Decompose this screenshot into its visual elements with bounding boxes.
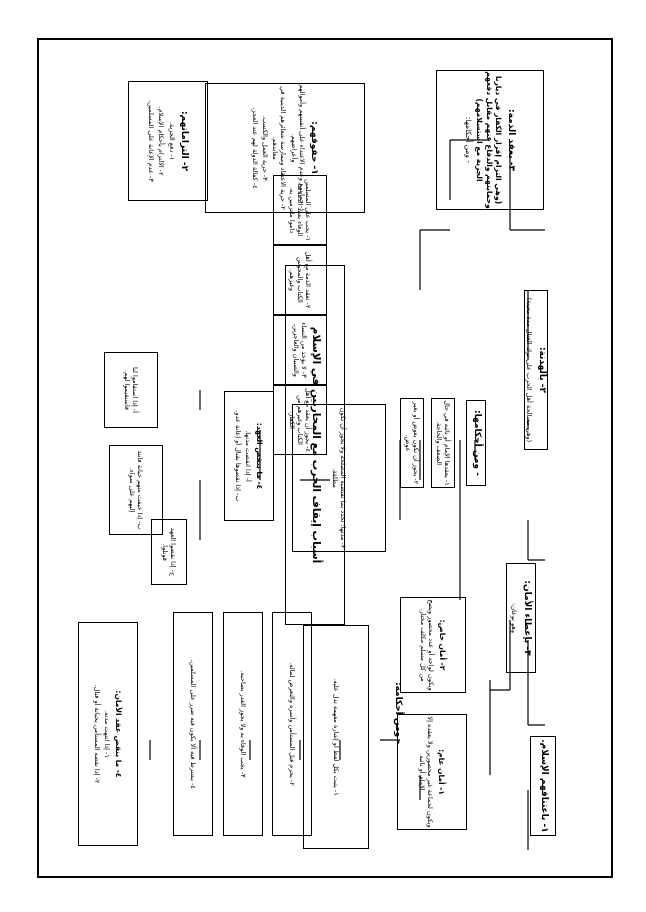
- islam-box: ١- باعتناقهم الإسلام.: [530, 736, 556, 836]
- hudna-breach-box: ٤- ما ينقض العهد: أ- إذا انقضت مدتها. ب-…: [224, 391, 274, 521]
- dhimma-duty-item: ١- دفع الجزية.: [167, 121, 176, 161]
- aman-type-body: ويكون لجماعة غير محصورين ولا يعقده إلا ا…: [418, 716, 435, 828]
- hudna-item: ٣- مدتها: تحدد بما تقتضيه المصلحة ولا يج…: [331, 407, 348, 549]
- dhimma-card-text: ٢- تعقد الذمة مع أهل الكتاب والمجوس وغير…: [287, 251, 313, 309]
- hudna-case: ج- إذا نقضوا العهد قوتلوا.: [161, 527, 178, 577]
- dhimma-right-item: ٣- حرية العمل والكسب.: [261, 115, 270, 181]
- islam-label: ١- باعتناقهم الإسلام.: [538, 739, 549, 833]
- aman-item: ١- يثبت بكل لفظ أو إشارة مفهمة تدل عليه.: [332, 678, 341, 796]
- hudna-breach-item: ب- إذا نقضوها بقتال أو إعانة عدو.: [234, 410, 243, 502]
- dhimma-right-item: ٤- كفالة الدولة لهم عند العجز.: [251, 107, 260, 189]
- dhimma-duty-item: ٢- الالتزام بأحكام الإسلام.: [157, 106, 166, 176]
- dhimma-card-text: ٣- لا يؤخذ من النساء والصبيان والعاجزين.: [292, 322, 309, 378]
- hudna-breach-item: أ- إذا انقضت مدتها.: [244, 430, 253, 482]
- hudna-label: ٢- بالهدنة:: [536, 346, 547, 394]
- hudna-item-card: ٢- يجوز أن تكون بعوض أو بغير عوض.: [400, 398, 424, 488]
- dhimma-card: ٣- لا يؤخذ من النساء والصبيان والعاجزين.: [273, 315, 327, 385]
- aman-item-card: ٣- يجب الوفاء به ولا يجوز الغدر بصاحبه.: [223, 612, 263, 836]
- aman-item-card: ١- يثبت بكل لفظ أو إشارة مفهمة تدل عليه.: [303, 625, 369, 849]
- aman-item-card: ٤- يشترط فيه ألا يكون فيه ضرر على المسلم…: [173, 612, 213, 836]
- aman-type-box: ١- أمان عام: ويكون لجماعة غير محصورين ول…: [397, 714, 467, 830]
- aman-label: ٣- بإعطاء الأمان:: [521, 580, 532, 656]
- dhimma-card-text: ١- يجب على المسلمين الوفاء بعقد الذمة ما…: [287, 178, 313, 242]
- dhimma-duty-item: ٣- عدم الإعانة على المسلمين.: [147, 100, 156, 182]
- dhimma-label: ٣- بعقد الذمة:: [506, 109, 517, 171]
- dhimma-card: ١- يجب على المسلمين الوفاء بعقد الذمة ما…: [273, 175, 327, 245]
- aman-type-body: ويكون لواحد أو عدد محصور ويصح من كل مسلم…: [419, 599, 436, 691]
- hudna-case: أ- إذا استقاموا لنا فاستقيموا لهم.: [123, 367, 140, 413]
- dhimma-card: ٢- تعقد الذمة مع أهل الكتاب والمجوس وغير…: [273, 245, 327, 315]
- hudna-breach-head: ٤- ما ينقض العهد:: [254, 422, 264, 490]
- dhimma-duties-head: ٢- التزاماتهم:: [178, 110, 189, 172]
- dhimma-box: ٣- بعقد الذمة: (وهي التزام إقرار الكفار …: [436, 70, 544, 210]
- aman-end-head: ٤- ما ينقض عقد الأمان:: [113, 690, 123, 778]
- hudna-ruling: - ومن أحكامها:: [471, 410, 482, 476]
- dhimma-duties-box: ٢- التزاماتهم: ١- دفع الجزية. ٢- الالتزا…: [128, 81, 208, 201]
- aman-end-box: ٤- ما ينقض عقد الأمان: ١- إذا انتهت مدته…: [78, 622, 138, 846]
- hudna-item-card: ٣- مدتها: تحدد بما تقتضيه المصلحة ولا يج…: [292, 404, 386, 552]
- aman-end-item: ٢- إذا نقضه المستأمن بخيانة أو قتال.: [93, 684, 102, 784]
- aman-item: ٣- يجب الوفاء به ولا يجوز الغدر بصاحبه.: [239, 670, 248, 778]
- dhimma-definition: (وهي التزام إقرار الكفار في ديارنا وحماي…: [475, 71, 504, 209]
- aman-box: ٣- بإعطاء الأمان: وهو نوعان:: [506, 563, 536, 673]
- hudna-case-card: ج- إذا نقضوا العهد قوتلوا.: [151, 519, 187, 585]
- hudna-case: ب- إذا خيفت منهم خيانة فانبذ إليهم على س…: [128, 450, 145, 530]
- aman-ruling-box: - ومن أحكامه:: [388, 668, 406, 758]
- hudna-definition: (وهي مصالحة أهل الحرب على ترك القتال مدة…: [525, 297, 534, 443]
- hudna-item: ١- يعقدها الإمام أو نائبه في حال الضعف و…: [435, 400, 452, 486]
- hudna-case-card: أ- إذا استقاموا لنا فاستقيموا لهم.: [104, 352, 158, 428]
- aman-type-head: ٢- أمان خاص:: [437, 619, 447, 671]
- diagram-frame: [37, 38, 613, 878]
- hudna-box: ٢- بالهدنة: (وهي مصالحة أهل الحرب على تر…: [524, 290, 548, 450]
- hudna-ruling-box: - ومن أحكامها:: [466, 400, 486, 486]
- aman-ruling: - ومن أحكامه:: [392, 681, 403, 745]
- aman-end-item: ١- إذا انتهت مدته.: [103, 710, 112, 758]
- aman-item-card: ٢- يحرم قتل المستأمن وأسره والتعرض لماله…: [272, 612, 312, 836]
- aman-item: ٤- يشترط فيه ألا يكون فيه ضرر على المسلم…: [189, 659, 198, 789]
- hudna-item-card: ١- يعقدها الإمام أو نائبه في حال الضعف و…: [431, 398, 455, 488]
- aman-type-head: ١- أمان عام:: [436, 749, 446, 795]
- aman-item: ٢- يحرم قتل المستأمن وأسره والتعرض لماله…: [288, 662, 297, 786]
- hudna-item: ٢- يجوز أن تكون بعوض أو بغير عوض.: [404, 401, 421, 485]
- aman-type-box: ٢- أمان خاص: ويكون لواحد أو عدد محصور وي…: [400, 597, 466, 693]
- aman-subtitle: وهو نوعان:: [510, 603, 519, 633]
- dhimma-ruling: - ومن أحكامها:: [464, 116, 473, 164]
